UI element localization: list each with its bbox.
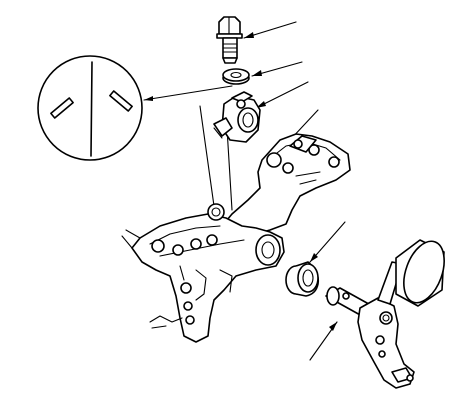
arrow-head <box>310 253 318 262</box>
arrow-head <box>244 32 254 38</box>
view-cone-left <box>199 105 215 207</box>
detail-leader <box>143 85 233 101</box>
arrow-head <box>144 96 153 101</box>
callout-leaders <box>143 21 346 361</box>
notch-left-icon <box>50 97 74 119</box>
bracket-icon <box>213 91 261 143</box>
washer-orientation-detail <box>37 55 143 161</box>
arrow-head <box>252 70 262 76</box>
mount-bracket <box>121 133 351 343</box>
detail-centerline <box>90 61 93 157</box>
washer-icon <box>222 68 250 85</box>
bolt-icon <box>216 16 243 64</box>
arm-icon <box>325 239 445 389</box>
detail-circle <box>37 55 143 161</box>
seal-icon <box>285 261 320 297</box>
notch-right-icon <box>109 90 133 112</box>
arrow-head <box>329 322 337 331</box>
